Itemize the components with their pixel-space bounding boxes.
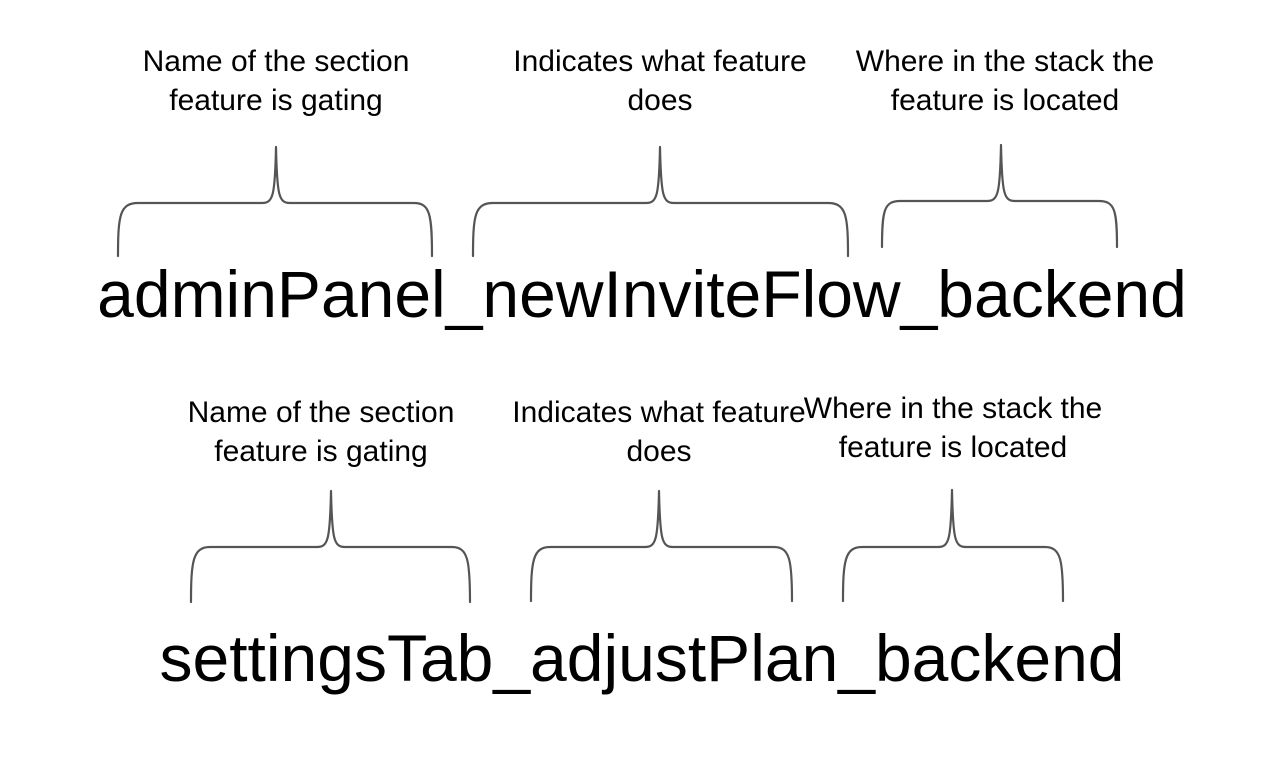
annotation-label-row2-layer: Where in the stack the feature is locate… [803,392,1103,464]
annotation-label-row2-action: Indicates what feature does [512,396,806,468]
curly-brace-row2-action [529,489,794,603]
annotation-label-row1-section: Name of the section feature is gating [142,45,410,117]
feature-flag-name-row2: settingsTab_adjustPlan_backend [159,621,1125,695]
annotation-label-row1-action: Indicates what feature does [513,45,807,117]
curly-brace-row2-section [189,489,472,604]
curly-brace-row1-section [116,145,434,258]
annotation-label-row1-layer: Where in the stack the feature is locate… [855,45,1155,117]
curly-brace-row1-layer [880,143,1119,249]
curly-brace-row1-action [471,145,850,258]
feature-flag-name-row1: adminPanel_newInviteFlow_backend [97,257,1187,331]
annotation-label-row2-section: Name of the section feature is gating [187,396,455,468]
curly-brace-row2-layer [841,488,1065,603]
